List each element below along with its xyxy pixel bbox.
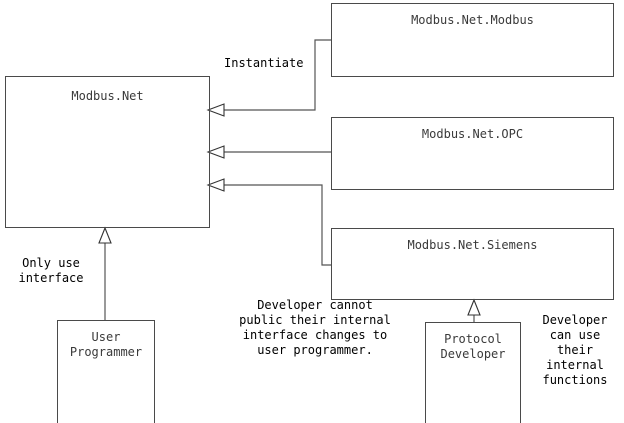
label-developer-cannot-public: Developer cannot public their internal i…: [239, 298, 399, 357]
box-modbus-net-siemens-label: Modbus.Net.Siemens: [407, 238, 538, 252]
box-protocol-developer-label: Protocol Developer: [440, 332, 506, 361]
box-modbus-net-opc[interactable]: Modbus.Net.OPC: [331, 117, 614, 190]
connector-core-instantiates-modbus: [206, 39, 331, 117]
box-protocol-developer[interactable]: Protocol Developer: [425, 322, 521, 423]
box-modbus-net-opc-label: Modbus.Net.OPC: [421, 127, 524, 141]
label-instantiate: Instantiate: [224, 56, 304, 70]
box-modbus-net-modbus[interactable]: Modbus.Net.Modbus: [331, 3, 614, 77]
box-modbus-net-label: Modbus.Net: [71, 89, 144, 103]
box-user-programmer[interactable]: User Programmer: [57, 320, 155, 423]
connector-core-instantiates-siemens: [206, 178, 331, 266]
label-developer-can-use: Developer can use their internal functio…: [542, 313, 615, 387]
connector-protocol-developer-extends-siemens: [467, 298, 481, 322]
box-modbus-net[interactable]: Modbus.Net: [5, 76, 210, 228]
box-user-programmer-label: User Programmer: [69, 330, 143, 359]
box-modbus-net-modbus-label: Modbus.Net.Modbus: [411, 13, 534, 27]
connector-core-instantiates-opc: [206, 145, 331, 159]
connector-user-programmer-uses-core: [98, 226, 112, 320]
box-modbus-net-siemens[interactable]: Modbus.Net.Siemens: [331, 228, 614, 300]
label-only-use-interface: Only use interface: [18, 256, 88, 285]
